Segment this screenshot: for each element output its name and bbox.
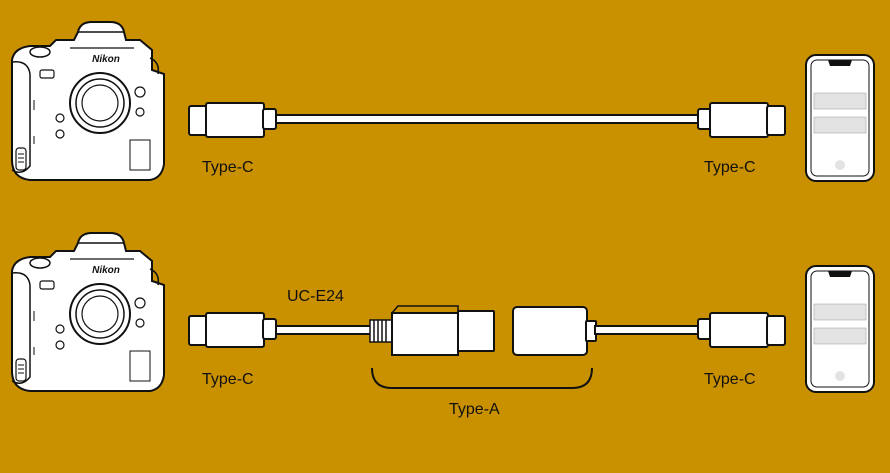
- type-a-receptacle: [512, 306, 597, 356]
- type-a-plug: [391, 305, 495, 356]
- uc-e24-cable: [275, 325, 373, 335]
- row-1: Nikon: [11, 21, 875, 182]
- adapter-label: Type-A: [449, 401, 500, 418]
- cable-strain-relief: [369, 319, 393, 343]
- type-c-plug-left: [188, 312, 277, 348]
- camera-icon: [11, 232, 165, 392]
- usb-c-cable: [275, 114, 699, 124]
- usb-c-cable: [594, 325, 699, 335]
- smartphone-icon: [805, 265, 875, 393]
- connector-label-left: Type-C: [202, 371, 254, 388]
- connector-label-right: Type-C: [704, 371, 756, 388]
- connector-label-right: Type-C: [704, 159, 756, 176]
- smartphone-icon: [805, 54, 875, 182]
- camera-brand-logo: Nikon: [92, 54, 120, 65]
- row-2: Nikon: [11, 232, 875, 393]
- camera-icon: [11, 21, 165, 181]
- type-a-bracket: [371, 367, 593, 389]
- connector-label-left: Type-C: [202, 159, 254, 176]
- type-c-plug-right: [697, 312, 786, 348]
- type-c-plug-left: [188, 102, 277, 138]
- cable-model-label: UC-E24: [287, 288, 344, 305]
- type-c-plug-right: [697, 102, 786, 138]
- camera-brand-logo: Nikon: [92, 265, 120, 276]
